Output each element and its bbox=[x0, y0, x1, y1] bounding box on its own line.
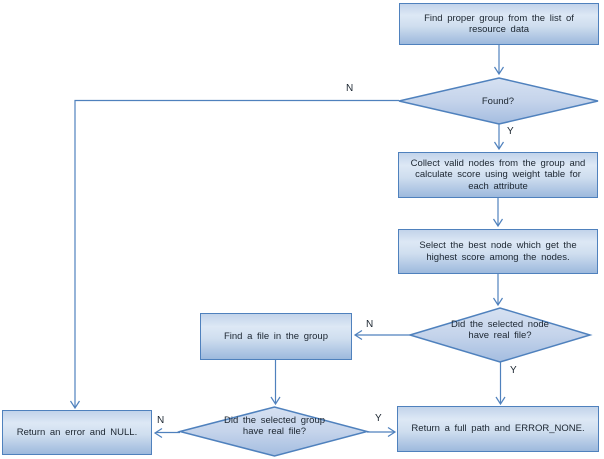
node-label: Return an error and NULL. bbox=[16, 426, 138, 438]
arrowhead-down-icon bbox=[492, 218, 504, 228]
edge-label-found-n: N bbox=[346, 83, 354, 94]
node-return-full-path: Return a full path and ERROR_NONE. bbox=[397, 406, 599, 452]
node-select-best: Select the best node which get the highe… bbox=[398, 229, 598, 274]
arrowhead-left-icon bbox=[153, 427, 163, 439]
node-found-label: Found? bbox=[481, 96, 515, 107]
node-label: Return a full path and ERROR_NONE. bbox=[411, 423, 585, 435]
node-find-file: Find a file in the group bbox=[200, 313, 352, 360]
arrowhead-down-icon bbox=[492, 297, 504, 307]
node-label: Select the best node which get the highe… bbox=[419, 240, 577, 263]
arrowhead-down-icon bbox=[270, 396, 281, 406]
node-label: Collect valid nodes from the group and c… bbox=[410, 157, 586, 192]
connector-found-returnerror bbox=[74, 99, 399, 407]
arrowhead-down-icon bbox=[69, 400, 81, 410]
arrowhead-down-icon bbox=[495, 396, 506, 406]
diamond-group-real-file bbox=[177, 406, 370, 457]
arrowhead-down-icon bbox=[493, 141, 505, 151]
edge-label-found-y: Y bbox=[507, 126, 514, 137]
node-find-group: Find proper group from the list of resou… bbox=[399, 3, 599, 45]
edge-label-node-y: Y bbox=[510, 365, 517, 376]
edge-label-node-n: N bbox=[366, 319, 374, 330]
node-group-real-file-label: Did the selected group have real file? bbox=[223, 415, 326, 437]
arrowhead-right-icon bbox=[387, 426, 397, 438]
arrowhead-down-icon bbox=[493, 66, 505, 76]
arrowhead-left-icon bbox=[353, 329, 363, 341]
edge-label-group-n: N bbox=[157, 415, 165, 426]
node-label: Find proper group from the list of resou… bbox=[424, 12, 574, 36]
diamond-node-real-file bbox=[407, 307, 593, 363]
node-return-error: Return an error and NULL. bbox=[2, 410, 152, 455]
edge-label-group-y: Y bbox=[375, 413, 382, 424]
node-collect: Collect valid nodes from the group and c… bbox=[398, 152, 598, 198]
diamond-found bbox=[398, 77, 599, 125]
node-label: Find a file in the group bbox=[223, 330, 328, 342]
node-node-real-file-label: Did the selected node have real file? bbox=[451, 319, 549, 341]
